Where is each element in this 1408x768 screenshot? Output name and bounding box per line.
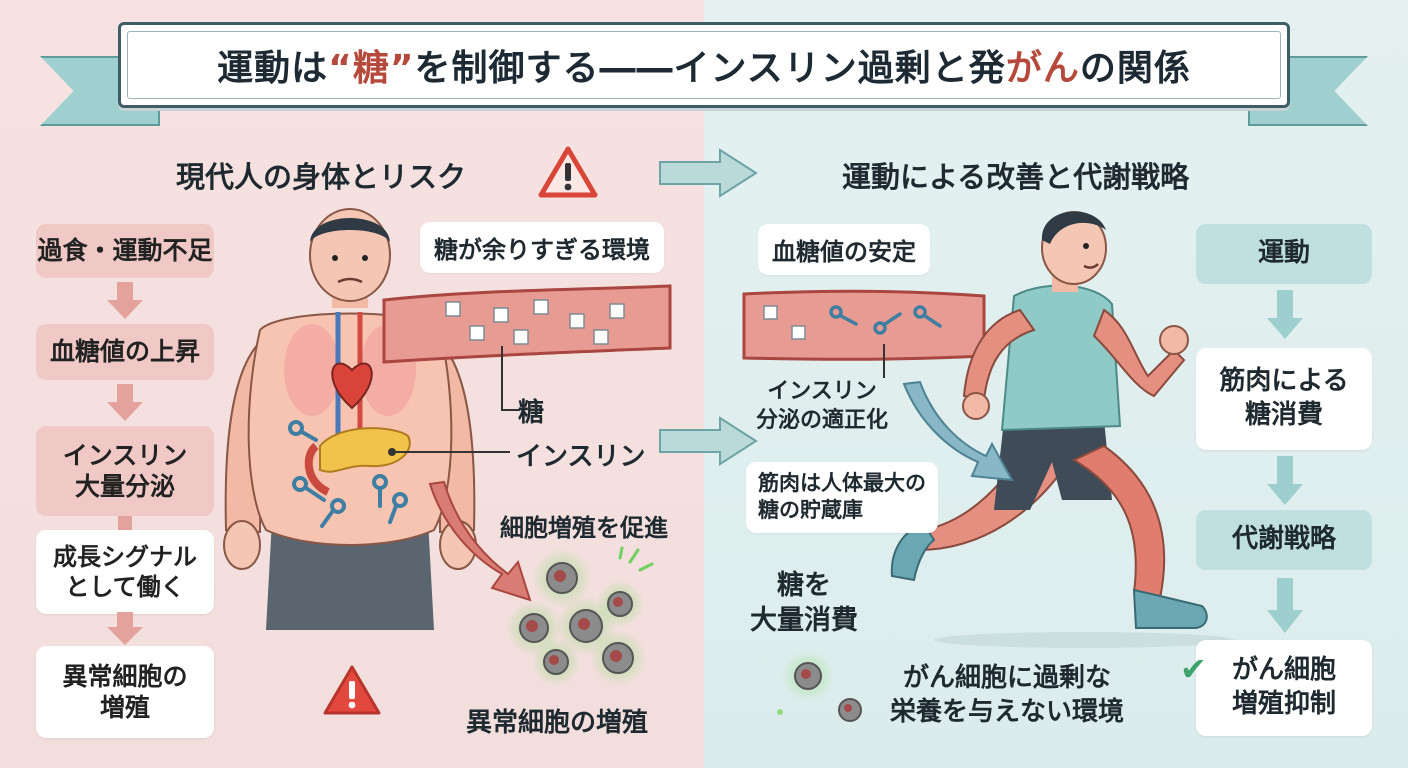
middle-arrow-icon: [659, 416, 758, 466]
flow-box-growth-signal: 成長シグナル として働く: [36, 530, 214, 614]
flow-box-overeating: 過食・運動不足: [36, 224, 214, 278]
cancer-cells-small-illustration: [777, 650, 862, 722]
flow-arrow-icon: [1267, 290, 1303, 339]
flow-arrow-icon: [107, 282, 143, 319]
flow-arrow-icon: [107, 384, 143, 421]
danger-warning-icon: [323, 665, 381, 715]
flow-box-exercise: 運動: [1196, 224, 1372, 284]
right-heading: 運動による改善と代謝戦略: [842, 160, 1190, 194]
flow-box-suppress-cancer: がん細胞 増殖抑制: [1196, 640, 1372, 736]
flow-connector: [118, 516, 132, 532]
left-heading: 現代人の身体とリスク: [176, 160, 467, 194]
page-title: 運動は“糖”を制御する――インスリン過剰と発がんの関係: [217, 48, 1191, 89]
title-banner: 運動は“糖”を制御する――インスリン過剰と発がんの関係: [118, 22, 1290, 108]
flow-box-abnormal-cells: 異常細胞の 増殖: [36, 646, 214, 738]
label-promote-growth: 細胞増殖を促進: [500, 514, 668, 542]
muscle-arrow-icon: [902, 380, 1014, 482]
flow-arrow-icon: [1267, 578, 1303, 633]
flow-box-muscle-consumption: 筋肉による 糖消費: [1196, 348, 1372, 450]
flow-arrow-icon: [1267, 456, 1303, 505]
flow-arrow-icon: [107, 612, 143, 645]
leader-line-sugar: [501, 346, 520, 411]
flow-box-insulin-secretion: インスリン 大量分泌: [36, 426, 214, 516]
warning-icon: [538, 146, 598, 198]
label-mass-consumption: 糖を 大量消費: [750, 570, 858, 637]
label-nutrient-environment: がん細胞に過剰な 栄養を与えない環境: [890, 663, 1125, 727]
title-highlight-cancer: がん: [1005, 48, 1080, 89]
transition-arrow-icon: [659, 148, 758, 198]
label-insulin-normalization: インスリン 分泌の適正化: [756, 379, 889, 433]
blood-vessel-left: [382, 284, 672, 364]
blood-vessel-right: [742, 289, 986, 361]
abnormal-cells-illustration: [506, 546, 654, 686]
label-abnormal-growth: 異常細胞の増殖: [466, 708, 649, 738]
leader-line-insulin-normal: [883, 344, 885, 378]
flow-box-blood-sugar-rise: 血糖値の上昇: [36, 324, 214, 380]
label-sugar: 糖: [518, 398, 545, 428]
label-excess-sugar: 糖が余りすぎる環境: [420, 222, 664, 273]
label-blood-sugar-stable: 血糖値の安定: [758, 224, 930, 275]
body-illustration: [223, 208, 477, 630]
leader-line-insulin: [388, 448, 510, 456]
check-icon: ✔: [1180, 650, 1207, 688]
label-insulin: インスリン: [516, 442, 646, 472]
title-highlight-sugar: 糖: [352, 48, 390, 89]
growth-arrow-icon: [428, 480, 532, 602]
label-muscle-storage: 筋肉は人体最大の 糖の貯蔵庫: [746, 462, 938, 533]
runner-illustration: [890, 211, 1234, 648]
flow-box-metabolic-strategy: 代謝戦略: [1196, 510, 1372, 570]
